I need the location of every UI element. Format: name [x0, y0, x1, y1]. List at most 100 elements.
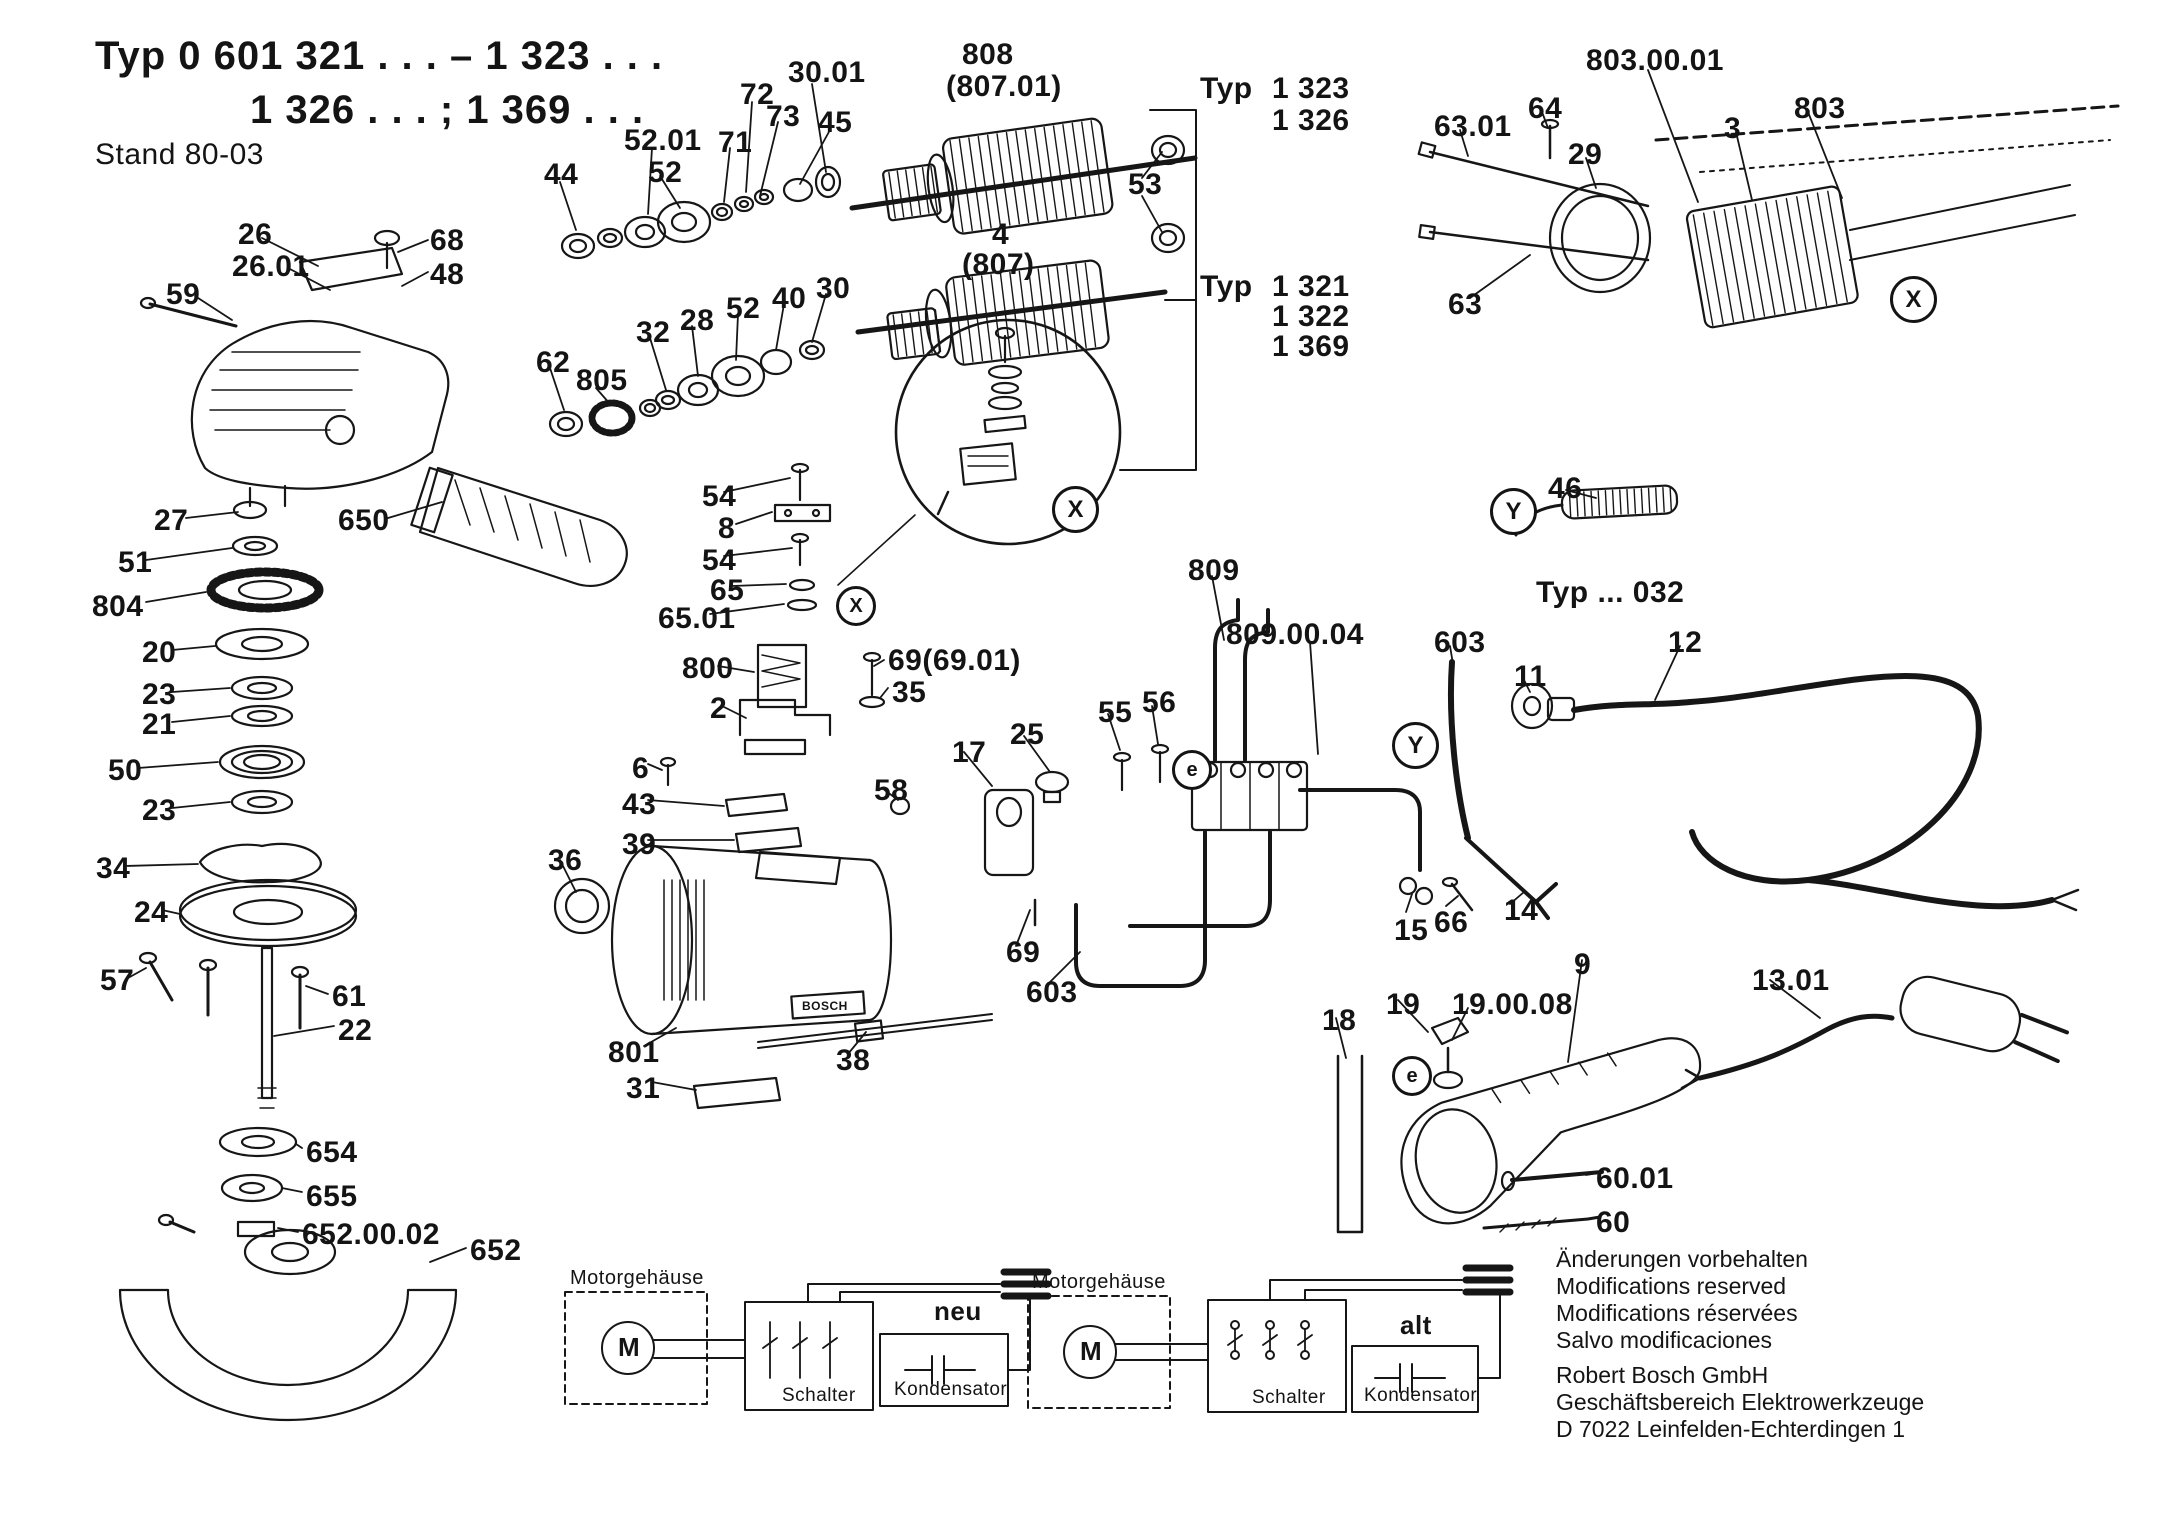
part-label: M	[618, 1332, 641, 1362]
part-label: 23	[142, 794, 177, 827]
leader-lines	[123, 69, 1843, 1263]
part-label: 48	[430, 258, 465, 291]
part-label: 53	[1128, 168, 1163, 201]
part-label: Motorgehäuse	[1032, 1271, 1166, 1293]
type-code-line2: 1 326 . . . ; 1 369 . . .	[250, 88, 645, 132]
part-label: 50	[108, 754, 143, 787]
part-label: 652	[470, 1234, 522, 1267]
schematic-neu-drawing	[564, 1268, 1052, 1411]
part-label: 28	[680, 304, 715, 337]
part-label: 58	[874, 774, 909, 807]
part-label: 19	[1386, 988, 1421, 1021]
part-label: 12	[1668, 626, 1703, 659]
part-label: 73	[766, 100, 801, 133]
part-label: 36	[548, 844, 583, 877]
part-label: 809.00.04	[1226, 618, 1364, 651]
part-label: 801	[608, 1036, 660, 1069]
part-label: 52	[648, 156, 683, 189]
part-label: 21	[142, 708, 177, 741]
part-label: 2	[710, 692, 728, 725]
part-label: 1 326	[1272, 104, 1350, 137]
part-label: 63.01	[1434, 110, 1512, 143]
part-label: 60	[1596, 1206, 1631, 1239]
part-label: 13.01	[1752, 964, 1830, 997]
part-label: 32	[636, 316, 671, 349]
part-label: 809	[1188, 554, 1240, 587]
footer-line: D 7022 Leinfelden-Echterdingen 1	[1556, 1416, 1906, 1442]
switch-wiring-drawing	[983, 598, 1558, 988]
part-label: (807)	[962, 248, 1035, 281]
part-label: 45	[818, 106, 853, 139]
part-label: 65	[710, 574, 745, 607]
part-label: 17	[952, 736, 987, 769]
part-label: 40	[772, 282, 807, 315]
part-label: 68	[430, 224, 465, 257]
part-label: 9	[1574, 948, 1592, 981]
part-label: 14	[1504, 894, 1539, 927]
stand-revision: Stand 80-03	[95, 138, 264, 171]
circled-marker: e	[1392, 1056, 1432, 1096]
part-label: 27	[154, 504, 189, 537]
part-label: 39	[622, 828, 657, 861]
part-label: 654	[306, 1136, 358, 1169]
part-label: 1 322	[1272, 300, 1350, 333]
pinion-gear-drawing	[588, 399, 636, 437]
handle-shell-drawing	[1336, 1016, 1702, 1234]
footer-line: Modifications réservées	[1556, 1300, 1798, 1326]
part-label: Typ	[1200, 72, 1253, 105]
part-label: 4	[992, 218, 1010, 251]
part-label: 11	[1514, 660, 1547, 693]
part-label: 61	[332, 980, 367, 1013]
part-label: 22	[338, 1014, 373, 1047]
part-label: 72	[740, 78, 775, 111]
part-label: 59	[166, 278, 201, 311]
part-label: 46	[1548, 472, 1583, 505]
part-label: 34	[96, 852, 131, 885]
type-code-line1: Typ 0 601 321 . . . – 1 323 . . .	[95, 34, 664, 78]
part-label: 31	[626, 1072, 661, 1105]
part-label: 35	[892, 676, 927, 709]
part-label: 38	[836, 1044, 871, 1077]
footer-line: Modifications reserved	[1556, 1273, 1787, 1299]
detail-circle-drawing	[837, 318, 1122, 586]
part-label: 30.01	[788, 56, 866, 89]
part-label: 1 321	[1272, 270, 1350, 303]
part-label: 15	[1394, 914, 1429, 947]
part-label: BOSCH	[802, 999, 848, 1013]
motor-housing-drawing	[610, 792, 993, 1110]
part-label: Kondensator	[1364, 1385, 1478, 1406]
part-label: (807.01)	[946, 70, 1062, 103]
part-label: 603	[1434, 626, 1486, 659]
part-label: Kondensator	[894, 1379, 1008, 1400]
part-label: 1 323	[1272, 72, 1350, 105]
part-label: 603	[1026, 976, 1078, 1009]
footer-line: Robert Bosch GmbH	[1556, 1362, 1769, 1388]
part-label: 803	[1794, 92, 1846, 125]
part-label: 804	[92, 590, 144, 623]
part-label: 60.01	[1596, 1162, 1674, 1195]
part-label: 64	[1528, 92, 1563, 125]
part-label: 803.00.01	[1586, 44, 1724, 77]
part-label: Motorgehäuse	[570, 1267, 704, 1289]
part-label: neu	[934, 1296, 982, 1326]
part-label: 18	[1322, 1004, 1357, 1037]
part-label: 57	[100, 964, 135, 997]
part-label: Schalter	[782, 1385, 856, 1406]
armature-bottom-drawing	[855, 259, 1168, 366]
part-label: 65.01	[658, 602, 736, 635]
part-label: Typ ... 032	[1536, 576, 1685, 609]
rings-layer	[214, 134, 1554, 1203]
part-label: 55	[1098, 696, 1133, 729]
circled-marker: X	[1890, 276, 1937, 323]
part-label: Typ	[1200, 270, 1253, 303]
circled-marker: X	[836, 586, 876, 626]
part-label: 51	[118, 546, 153, 579]
part-label: M	[1080, 1336, 1103, 1366]
part-label: 25	[1010, 718, 1045, 751]
part-label: 63	[1448, 288, 1483, 321]
